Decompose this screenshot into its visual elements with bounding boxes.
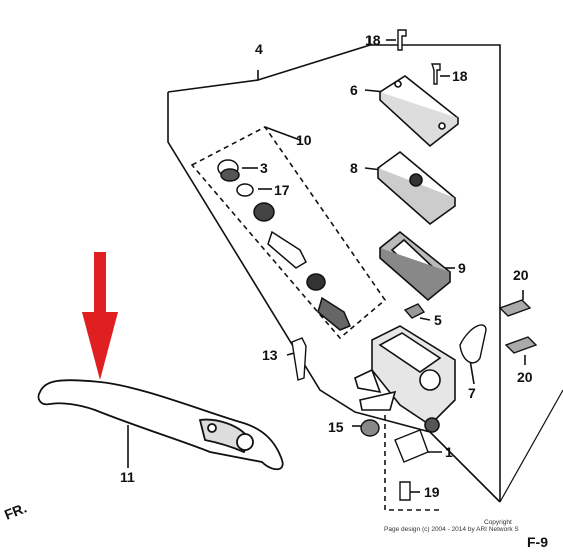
copyright-line-1: Copyright [484, 519, 512, 526]
master-cylinder-body [354, 325, 456, 433]
leader-7 [469, 359, 475, 385]
callout-8: 8 [350, 160, 358, 176]
callout-6: 6 [350, 82, 358, 98]
pointer-arrow [82, 252, 118, 380]
callout-18-top: 18 [365, 32, 381, 48]
copyright-notice: Copyright Page design (c) 2004 - 2014 by… [384, 519, 519, 533]
kit-outline-10 [190, 125, 387, 340]
diaphragm-plate-8 [376, 150, 457, 226]
leader-5 [419, 317, 431, 321]
callout-4: 4 [255, 41, 263, 57]
assembly-outline-right [370, 44, 501, 502]
callout-3: 3 [260, 160, 268, 176]
brake-lever-11 [37, 379, 284, 471]
callout-5: 5 [434, 312, 442, 328]
callout-17: 17 [274, 182, 290, 198]
callout-20-bottom: 20 [517, 369, 533, 385]
callout-19: 19 [424, 484, 440, 500]
callout-9: 9 [458, 260, 466, 276]
lower-bracket [384, 415, 440, 511]
copyright-line-2: Page design (c) 2004 - 2014 by ARI Netwo… [384, 526, 519, 533]
callout-15: 15 [328, 419, 344, 435]
callout-10: 10 [296, 132, 312, 148]
page-id: F-9 [527, 534, 548, 550]
diaphragm-9 [378, 230, 452, 302]
reservoir-cap-6 [378, 75, 460, 148]
callout-1: 1 [445, 444, 453, 460]
callout-13: 13 [262, 347, 278, 363]
fasteners [291, 29, 538, 501]
callout-20-top: 20 [513, 267, 529, 283]
guide-right [499, 389, 563, 503]
piston-kit-parts [217, 159, 351, 331]
callout-11: 11 [120, 469, 135, 485]
callout-18-right: 18 [452, 68, 468, 84]
callout-7: 7 [468, 385, 476, 401]
